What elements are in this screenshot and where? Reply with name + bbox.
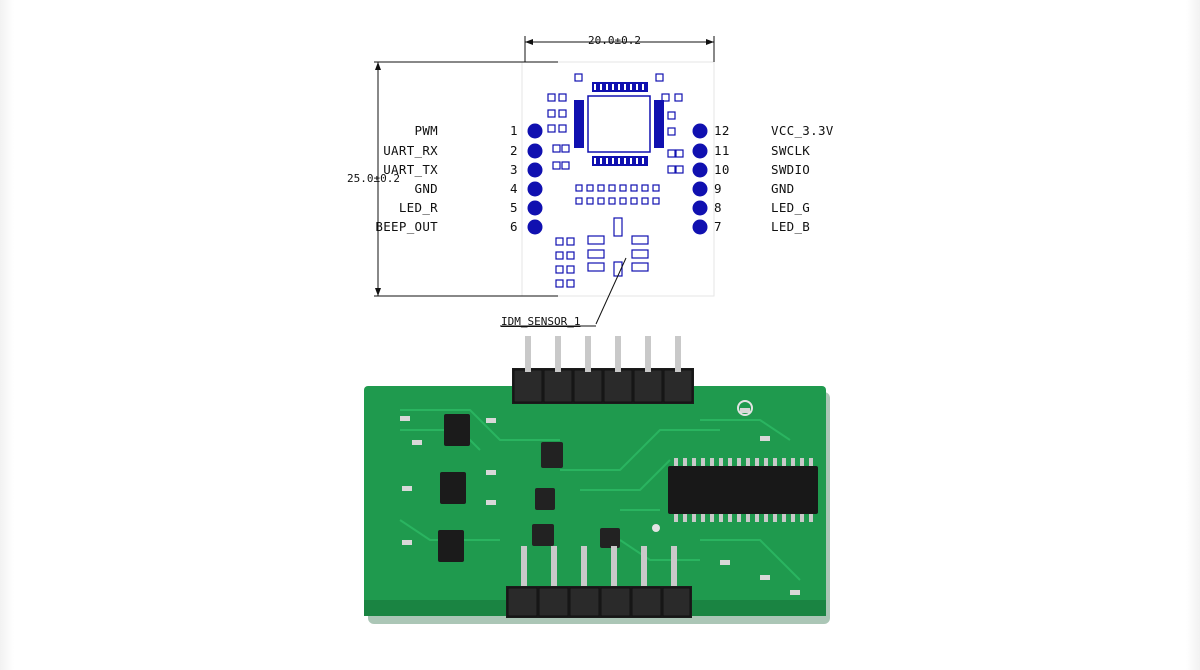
width-dimension-label: 20.0±0.2 xyxy=(588,34,641,47)
pin-signal-label: LED_G xyxy=(771,200,811,215)
left-pin-row: UART_TX 3 xyxy=(380,160,550,180)
right-pin-row: 12 VCC_3.3V xyxy=(692,121,892,141)
height-dimension-label: 25.0±0.2 xyxy=(347,172,400,185)
passive-pads xyxy=(547,73,684,174)
pin-number: 10 xyxy=(714,162,730,177)
right-pin-row: 11 SWCLK xyxy=(692,141,892,161)
pin-signal-label: VCC_3.3V xyxy=(771,123,834,138)
pin-number: 6 xyxy=(510,219,518,234)
pin-signal-label: GND xyxy=(771,181,795,196)
pin-signal-label: UART_RX xyxy=(383,143,438,158)
pin-signal-label: UART_TX xyxy=(383,162,438,177)
pin-signal-label: SWDIO xyxy=(771,162,811,177)
pin-number: 7 xyxy=(714,219,722,234)
pin-number: 2 xyxy=(510,143,518,158)
edge-pads xyxy=(527,123,708,235)
left-pin-row: GND 4 xyxy=(380,179,550,199)
sensor-footprint xyxy=(555,217,649,288)
pin-number: 1 xyxy=(510,123,518,138)
bottom-pin-header xyxy=(506,546,692,618)
left-edge-shade xyxy=(0,0,14,670)
pin-number: 12 xyxy=(714,123,730,138)
right-pin-row: 8 LED_G xyxy=(692,198,892,218)
pin-signal-label: GND xyxy=(414,181,438,196)
tssop-ic xyxy=(668,466,818,514)
right-pin-row: 9 GND xyxy=(692,179,892,199)
pin-signal-label: PWM xyxy=(414,123,438,138)
pin-number: 11 xyxy=(714,143,730,158)
pin-signal-label: SWCLK xyxy=(771,143,811,158)
left-pin-row: UART_RX 2 xyxy=(380,141,550,161)
top-pin-header xyxy=(512,336,694,404)
mcu-footprint xyxy=(574,82,664,166)
left-pin-row: PWM 1 xyxy=(380,121,550,141)
right-pin-row: 7 LED_B xyxy=(692,217,892,237)
pin-number: 9 xyxy=(714,181,722,196)
footprint-outline xyxy=(521,61,715,297)
pin-number: 5 xyxy=(510,200,518,215)
pcb-board xyxy=(364,386,826,616)
pcb-photo xyxy=(364,336,830,624)
right-edge-shade xyxy=(1186,0,1200,670)
pin-number: 4 xyxy=(510,181,518,196)
pin-number: 3 xyxy=(510,162,518,177)
pin-number: 8 xyxy=(714,200,722,215)
left-pin-row: LED_R 5 xyxy=(380,198,550,218)
pin-signal-label: LED_B xyxy=(771,219,811,234)
right-pin-row: 10 SWDIO xyxy=(692,160,892,180)
pin-signal-label: LED_R xyxy=(398,200,438,215)
sensor-callout-label: IDM_SENSOR_1 xyxy=(501,315,581,328)
pin-signal-label: BEEP_OUT xyxy=(375,219,438,234)
left-pin-row: BEEP_OUT 6 xyxy=(375,217,550,237)
